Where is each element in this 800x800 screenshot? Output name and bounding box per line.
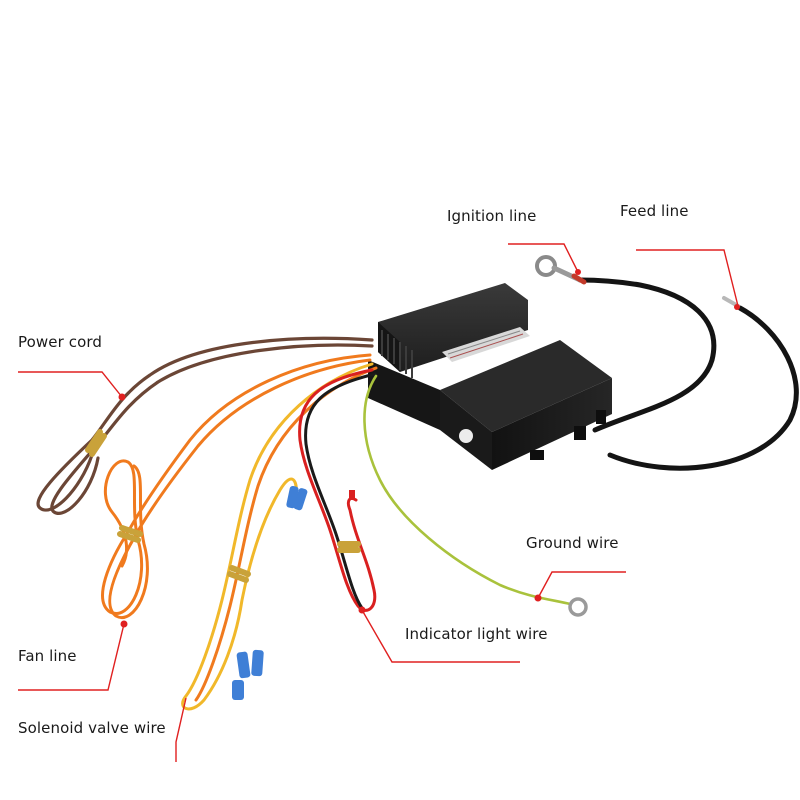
callout-leaders bbox=[18, 243, 739, 762]
ring-terminal-icon bbox=[568, 597, 588, 617]
feed-cable bbox=[607, 296, 799, 471]
ignition-cable bbox=[535, 255, 717, 433]
ground-wire bbox=[363, 374, 588, 617]
ring-terminal-icon bbox=[535, 255, 557, 277]
label-ground-wire: Ground wire bbox=[526, 534, 619, 552]
label-ignition-line: Ignition line bbox=[447, 207, 537, 225]
fan-line-wire bbox=[101, 353, 372, 620]
label-solenoid-valve-wire: Solenoid valve wire bbox=[18, 719, 166, 737]
igniter-box bbox=[368, 283, 612, 470]
label-indicator-light-wire: Indicator light wire bbox=[405, 625, 548, 643]
label-power-cord: Power cord bbox=[18, 333, 102, 351]
indicator-light-wire bbox=[298, 368, 377, 612]
label-fan-line: Fan line bbox=[18, 647, 77, 665]
power-cord-wire bbox=[36, 336, 374, 515]
label-feed-line: Feed line bbox=[620, 202, 689, 220]
